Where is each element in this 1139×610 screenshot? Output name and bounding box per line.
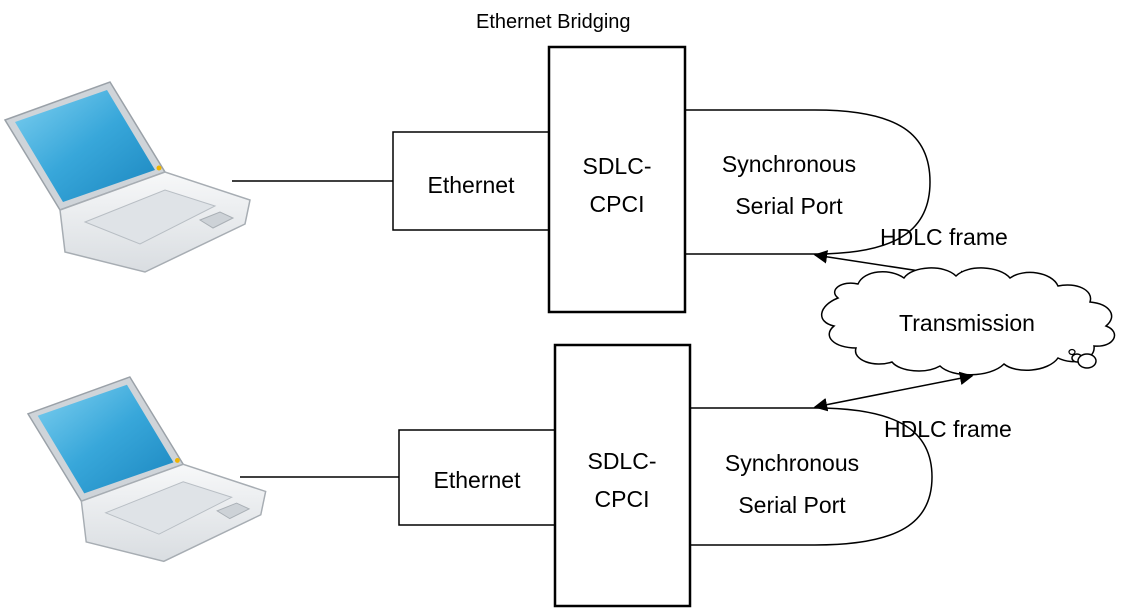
port-label-line2: Serial Port xyxy=(735,193,843,219)
cloud-label: Transmission xyxy=(899,310,1035,336)
cloud-icon xyxy=(821,267,1116,376)
serial-port-loop xyxy=(690,407,933,546)
port-label-line2: Serial Port xyxy=(738,492,846,518)
laptop-icon xyxy=(3,81,251,273)
ethernet-label: Ethernet xyxy=(434,467,522,493)
sdlc-cpci-card xyxy=(547,45,687,314)
serial-port-loop xyxy=(685,109,931,255)
sdlc-cpci-card xyxy=(553,343,692,608)
hdlc-frame-arrow xyxy=(813,371,974,412)
port-label-line1: Synchronous xyxy=(722,151,856,177)
card-label-line1: SDLC- xyxy=(587,448,656,474)
ethernet-box xyxy=(398,429,556,526)
card-label-line1: SDLC- xyxy=(582,153,651,179)
frame-label: HDLC frame xyxy=(880,224,1008,250)
diagram-title: Ethernet Bridging xyxy=(476,11,631,33)
ethernet-label: Ethernet xyxy=(428,172,516,198)
ethernet-box xyxy=(392,131,550,231)
card-label-line2: CPCI xyxy=(590,191,645,217)
port-label-line1: Synchronous xyxy=(725,450,859,476)
laptop-icon xyxy=(26,376,267,563)
card-label-line2: CPCI xyxy=(595,486,650,512)
frame-label: HDLC frame xyxy=(884,416,1012,442)
